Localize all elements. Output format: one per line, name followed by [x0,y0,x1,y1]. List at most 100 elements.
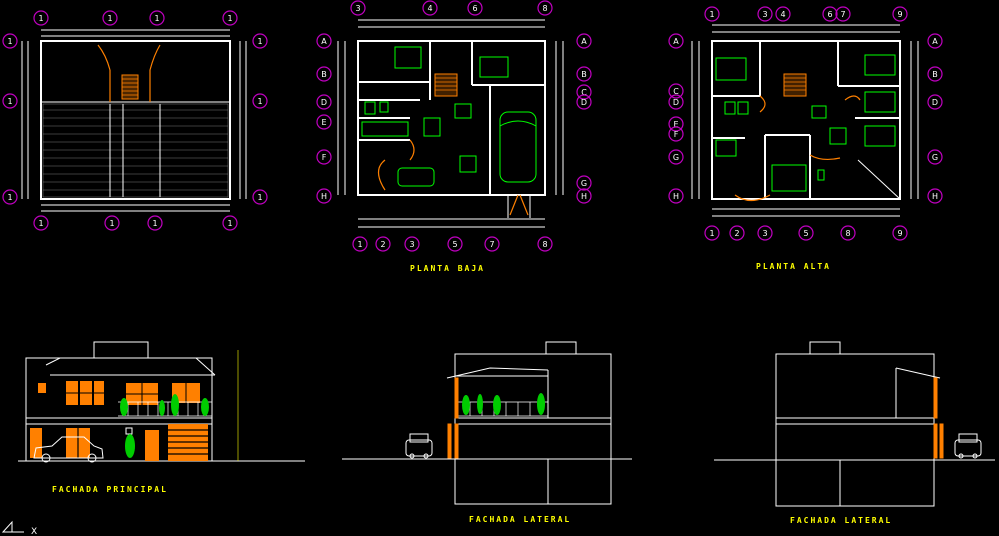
grid-bubble-circle [668,188,684,204]
grid-bubble-label: A [581,37,587,46]
upper_plan-top-bubble: 4 [775,6,791,22]
grid-bubble-circle [252,189,268,205]
grid-bubble-label: 8 [845,229,850,238]
grid-bubble-label: D [673,98,679,107]
grid-bubble-label: 3 [409,240,414,249]
grid-bubble-label: 5 [803,229,808,238]
grid-bubble-circle [316,94,332,110]
grid-bubble-circle [404,236,420,252]
upper_plan-left-bubble: D [668,94,684,110]
grid-bubble-circle [668,126,684,142]
ground-floor-plan [337,19,564,228]
ground_plan-right-bubble: A [576,33,592,49]
grid-bubble-label: 1 [7,97,12,106]
grid-bubble-label: 3 [762,229,767,238]
grid-bubble-circle [798,225,814,241]
ground_plan-left-bubble: A [316,33,332,49]
grid-bubble-label: F [322,153,327,162]
grid-bubble-label: F [674,130,679,139]
upper_plan-top-bubble: 7 [835,6,851,22]
side-elevation-2 [714,341,995,507]
grid-bubble-label: 1 [227,219,232,228]
grid-bubble-circle [668,149,684,165]
roof_plan-right-bubble: 1 [252,189,268,205]
grid-bubble-circle [757,225,773,241]
title-planta-baja: PLANTA BAJA [410,264,485,273]
roof_plan-left-bubble: 1 [2,189,18,205]
grid-bubble-circle [149,10,165,26]
side-elevation-1 [342,341,632,505]
grid-bubble-label: B [321,70,327,79]
grid-bubble-label: 1 [107,14,112,23]
ground_plan-bottom-bubble: 2 [375,236,391,252]
grid-bubble-label: 1 [257,97,262,106]
roof_plan-left-bubble: 1 [2,93,18,109]
grid-bubble-circle [316,66,332,82]
ground_plan-right-bubble: D [576,94,592,110]
grid-bubble-circle [2,189,18,205]
grid-bubble-circle [668,83,684,99]
grid-bubble-circle [447,236,463,252]
grid-bubble-label: 1 [357,240,362,249]
roof_plan-bottom-bubble: 1 [222,215,238,231]
grid-bubble-label: E [673,120,678,129]
ground_plan-right-bubble: B [576,66,592,82]
front-elevation [18,341,305,463]
upper_plan-left-bubble: E [668,116,684,132]
ground_plan-bottom-bubble: 5 [447,236,463,252]
roof_plan-bottom-bubble: 1 [104,215,120,231]
grid-bubble-label: 3 [762,10,767,19]
grid-bubble-circle [352,236,368,252]
grid-bubble-label: 1 [709,229,714,238]
grid-bubble-circle [892,6,908,22]
grid-bubble-label: 1 [257,193,262,202]
grid-bubble-circle [222,215,238,231]
grid-bubble-label: A [321,37,327,46]
grid-bubble-label: D [321,98,327,107]
grid-bubble-label: E [321,118,326,127]
upper_plan-right-bubble: H [927,188,943,204]
grid-bubble-circle [576,33,592,49]
grid-bubble-circle [252,33,268,49]
grid-bubble-label: 3 [355,4,360,13]
upper_plan-left-bubble: A [668,33,684,49]
ground_plan-left-bubble: F [316,149,332,165]
grid-bubble-label: 1 [7,37,12,46]
upper_plan-right-bubble: A [927,33,943,49]
grid-bubble-label: 7 [840,10,845,19]
grid-bubble-circle [467,0,483,16]
grid-bubble-circle [104,215,120,231]
grid-bubble-label: 9 [897,229,902,238]
roof-plan [21,29,247,212]
ground_plan-right-bubble: C [576,84,592,100]
ground_plan-right-bubble: G [576,175,592,191]
grid-bubble-label: 1 [709,10,714,19]
grid-bubble-label: 9 [897,10,902,19]
grid-bubble-circle [375,236,391,252]
grid-bubble-label: G [932,153,938,162]
grid-bubble-circle [576,94,592,110]
grid-bubble-circle [33,10,49,26]
grid-bubble-circle [892,225,908,241]
upper-floor-plan [691,24,919,217]
grid-bubble-label: D [932,98,938,107]
grid-bubble-circle [537,0,553,16]
ground_plan-left-bubble: B [316,66,332,82]
roof_plan-top-bubble: 1 [33,10,49,26]
grid-bubble-label: C [581,88,587,97]
grid-bubble-label: G [581,179,587,188]
grid-bubble-circle [222,10,238,26]
title-fachada-principal: FACHADA PRINCIPAL [52,485,168,494]
grid-bubble-label: 1 [38,219,43,228]
ground_plan-top-bubble: 3 [350,0,366,16]
grid-bubble-circle [33,215,49,231]
grid-bubble-circle [147,215,163,231]
roof_plan-top-bubble: 1 [222,10,238,26]
grid-bubble-circle [537,236,553,252]
grid-bubble-circle [484,236,500,252]
roof_plan-left-bubble: 1 [2,33,18,49]
grid-bubble-label: H [673,192,679,201]
upper_plan-bottom-bubble: 3 [757,225,773,241]
